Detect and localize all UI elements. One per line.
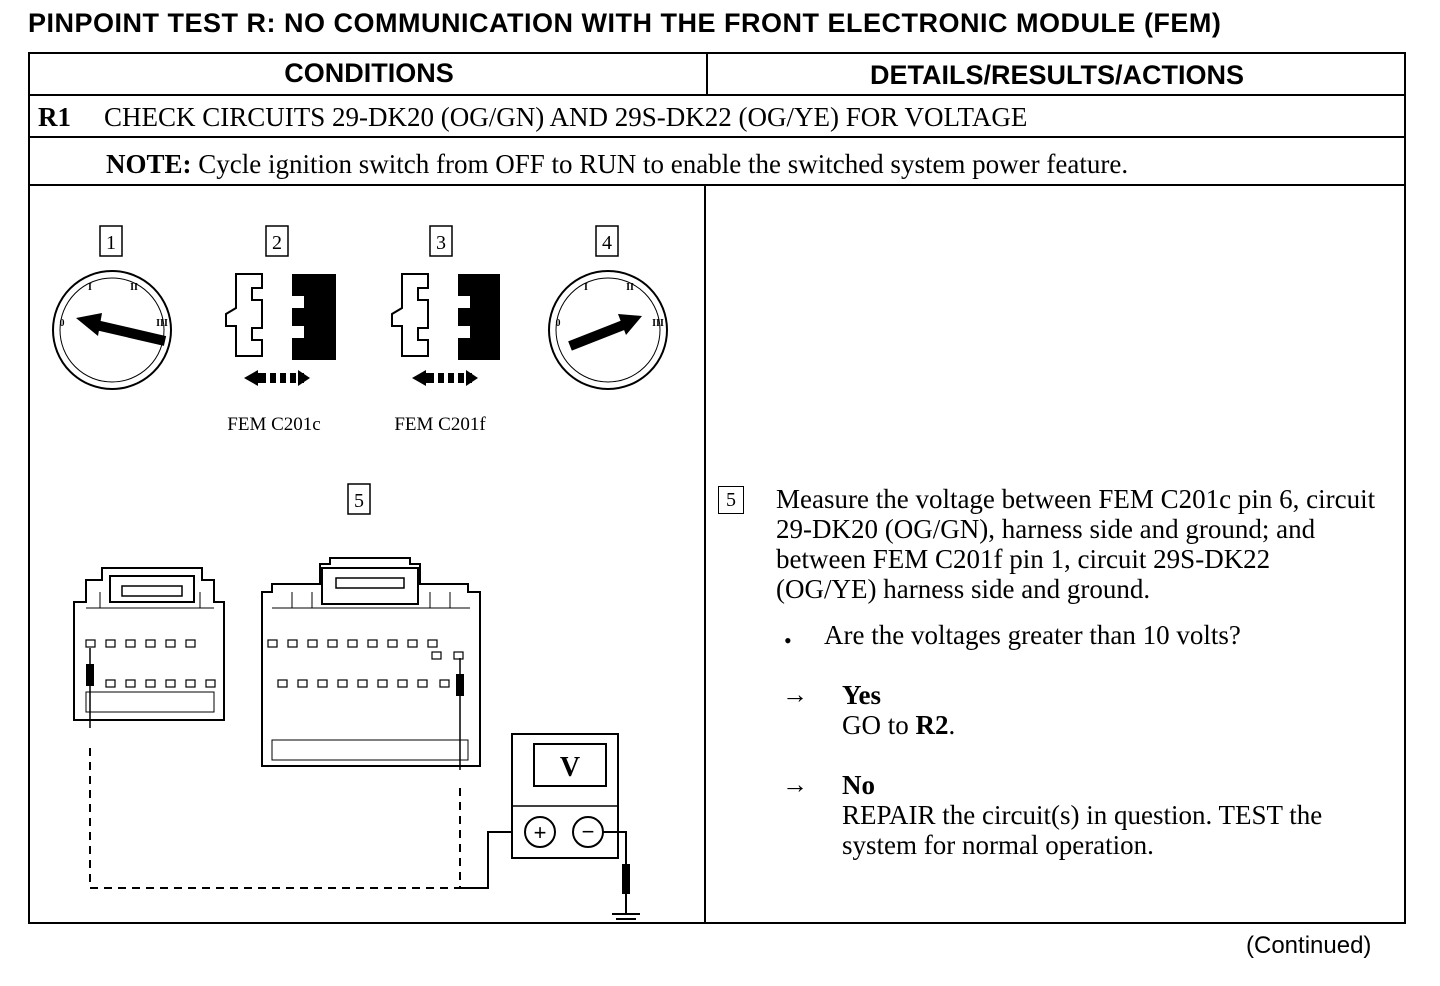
- probe-icon: [86, 648, 94, 728]
- callout-box-4: [595, 225, 619, 257]
- note-label: NOTE:: [106, 149, 192, 179]
- measurement-instruction: Measure the voltage between FEM C201c pi…: [776, 484, 1376, 604]
- disconnect-arrow-icon: [244, 370, 310, 386]
- callout-3: 3: [436, 232, 446, 254]
- connector-label-c201c: FEM C201c: [227, 414, 320, 435]
- fem-c201c-connector-face: [73, 567, 225, 728]
- pinpoint-test-table: CONDITIONS DETAILS/RESULTS/ACTIONS R1 CH…: [28, 52, 1406, 924]
- yes-action-suffix: .: [948, 710, 956, 740]
- positive-terminal-icon: +: [534, 820, 547, 845]
- yes-arrow-icon: →: [782, 680, 808, 709]
- voltmeter-icon: V + −: [511, 733, 619, 859]
- step-title: CHECK CIRCUITS 29-DK20 (OG/GN) AND 29S-D…: [104, 102, 1028, 132]
- page-title: PINPOINT TEST R: NO COMMUNICATION WITH T…: [28, 8, 1222, 38]
- yes-result: Yes GO to R2.: [842, 680, 955, 740]
- yes-action-target: R2: [915, 710, 949, 740]
- disconnect-arrow-icon: [412, 370, 478, 386]
- continued-note: (Continued): [1246, 932, 1372, 959]
- switch-mark-3: III: [156, 318, 168, 329]
- connector-c201c-icon: [225, 273, 336, 386]
- header-divider: [30, 94, 1404, 96]
- callout-box-1: [99, 225, 123, 257]
- switch-mark-2: II: [130, 282, 138, 293]
- details-callout-5: 5: [718, 486, 744, 514]
- negative-terminal-icon: −: [582, 819, 595, 844]
- callout-box-3: [429, 225, 453, 257]
- callout-5: 5: [354, 490, 364, 512]
- callout-1: 1: [106, 232, 116, 254]
- fem-c201f-connector-face: [261, 557, 481, 770]
- callout-2: 2: [272, 232, 282, 254]
- ignition-switch-off-icon: 0 I II III: [52, 270, 172, 390]
- conditions-column-header: CONDITIONS: [284, 58, 454, 88]
- probe-icon: [456, 658, 464, 770]
- body-column-divider: [704, 184, 706, 924]
- step-title-divider: [30, 136, 1404, 138]
- yes-label: Yes: [842, 680, 881, 710]
- test-lead-wiring: [89, 748, 524, 889]
- voltmeter-label: V: [560, 752, 580, 783]
- header-column-divider: [706, 54, 708, 94]
- connector-label-c201f: FEM C201f: [394, 414, 486, 435]
- step-id: R1: [38, 102, 71, 132]
- details-column-header: DETAILS/RESULTS/ACTIONS: [869, 60, 1244, 90]
- ignition-switch-run-icon: 0 I II III: [548, 270, 668, 390]
- callout-box-5: [347, 483, 371, 515]
- switch-mark-1: I: [88, 282, 92, 293]
- yes-action-prefix: GO to: [842, 710, 916, 740]
- callout-box-2: [265, 225, 289, 257]
- switch-mark-3-2: III: [652, 318, 664, 329]
- test-question: Are the voltages greater than 10 volts?: [824, 620, 1241, 650]
- bullet-icon: •: [784, 628, 792, 653]
- switch-mark-1-2: I: [584, 282, 588, 293]
- no-action: REPAIR the circuit(s) in question. TEST …: [842, 800, 1323, 860]
- no-label: No: [842, 770, 875, 800]
- callout-4: 4: [602, 232, 612, 254]
- note: NOTE: Cycle ignition switch from OFF to …: [106, 149, 1128, 180]
- no-arrow-icon: →: [782, 770, 808, 799]
- test-setup-diagram: 1 2 3 4 5 0 I II III 0 I: [52, 225, 668, 920]
- connector-c201f-icon: [391, 273, 500, 386]
- ground-icon: [603, 831, 640, 920]
- switch-mark-off-2: 0: [556, 318, 561, 329]
- switch-mark-2-2: II: [626, 282, 634, 293]
- switch-mark-off: 0: [60, 318, 65, 329]
- note-text: Cycle ignition switch from OFF to RUN to…: [191, 149, 1129, 179]
- note-divider: [30, 184, 1404, 186]
- no-result: No REPAIR the circuit(s) in question. TE…: [842, 770, 1382, 860]
